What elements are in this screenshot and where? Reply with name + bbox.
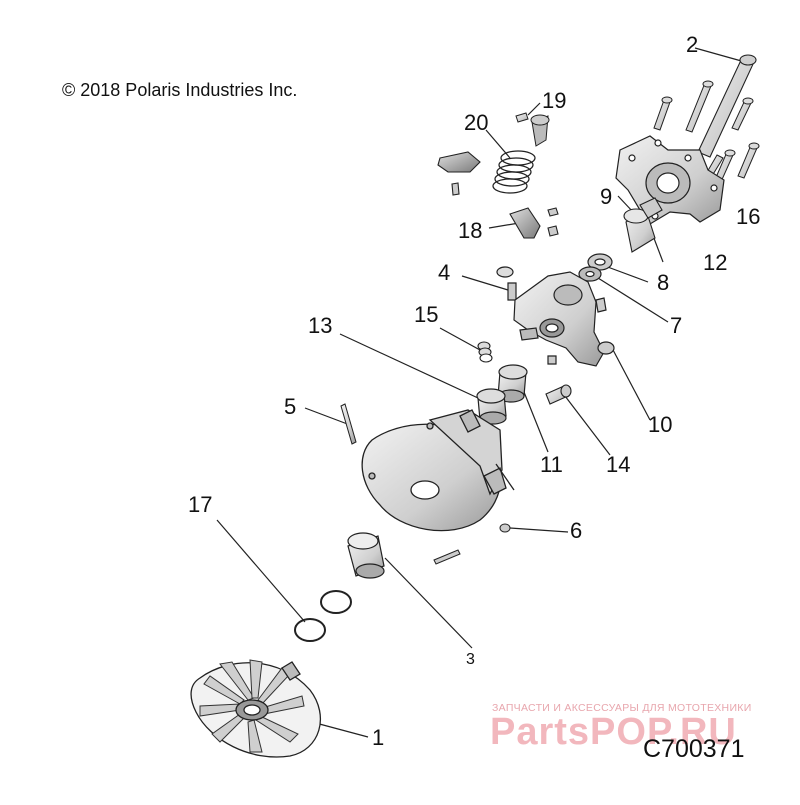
callout-6: 6 <box>570 518 582 543</box>
callout-12: 12 <box>703 250 727 275</box>
part-11-13-bushings <box>476 364 528 425</box>
callout-18: 18 <box>458 218 482 243</box>
callout-11: 11 <box>540 452 563 477</box>
part-15-spring <box>477 341 493 363</box>
copyright-notice: © 2018 Polaris Industries Inc. <box>62 80 298 100</box>
callout-14: 14 <box>606 452 630 477</box>
part-5-pin <box>340 403 357 445</box>
part-7-8-washers <box>578 253 613 282</box>
part-20-springs <box>492 150 536 194</box>
callout-numbers: 2 19 20 18 16 9 12 8 7 4 15 13 10 14 11 … <box>188 32 760 750</box>
leader-lines <box>216 47 746 738</box>
callout-17: 17 <box>188 492 212 517</box>
part-19-pin <box>515 112 550 147</box>
callout-10: 10 <box>648 412 672 437</box>
callout-2: 2 <box>686 32 698 57</box>
callout-15: 15 <box>414 302 438 327</box>
part-9-tube <box>623 197 663 253</box>
callout-5: 5 <box>284 394 296 419</box>
watermark-tagline: ЗАПЧАСТИ И АКСЕССУАРЫ ДЛЯ МОТОТЕХНИКИ <box>492 702 752 714</box>
watermark-logo: PartsPOP.RU <box>490 711 737 753</box>
part-18-flyweight <box>509 207 559 239</box>
part-6-screw <box>433 523 511 565</box>
callout-4: 4 <box>438 260 450 285</box>
diagram-code: C700371 <box>643 735 745 763</box>
part-16-bolts <box>653 80 760 185</box>
callout-1: 1 <box>372 725 384 750</box>
part-17-rings <box>294 590 352 642</box>
moveable-sheave <box>361 409 515 532</box>
part-3-bushing <box>347 532 385 579</box>
callout-16: 16 <box>736 204 760 229</box>
part-1-fixed-sheave <box>190 659 321 758</box>
callout-19: 19 <box>542 88 566 113</box>
callout-13: 13 <box>308 313 332 338</box>
callout-8: 8 <box>657 270 669 295</box>
part-4-housing <box>496 266 615 367</box>
callout-20: 20 <box>464 110 488 135</box>
part-14-pin <box>545 384 572 405</box>
part-flyweight-upper <box>437 151 481 196</box>
callout-3: 3 <box>466 651 475 668</box>
callout-9: 9 <box>600 184 612 209</box>
part-2-long-bolt <box>697 54 757 158</box>
callout-7: 7 <box>670 313 682 338</box>
